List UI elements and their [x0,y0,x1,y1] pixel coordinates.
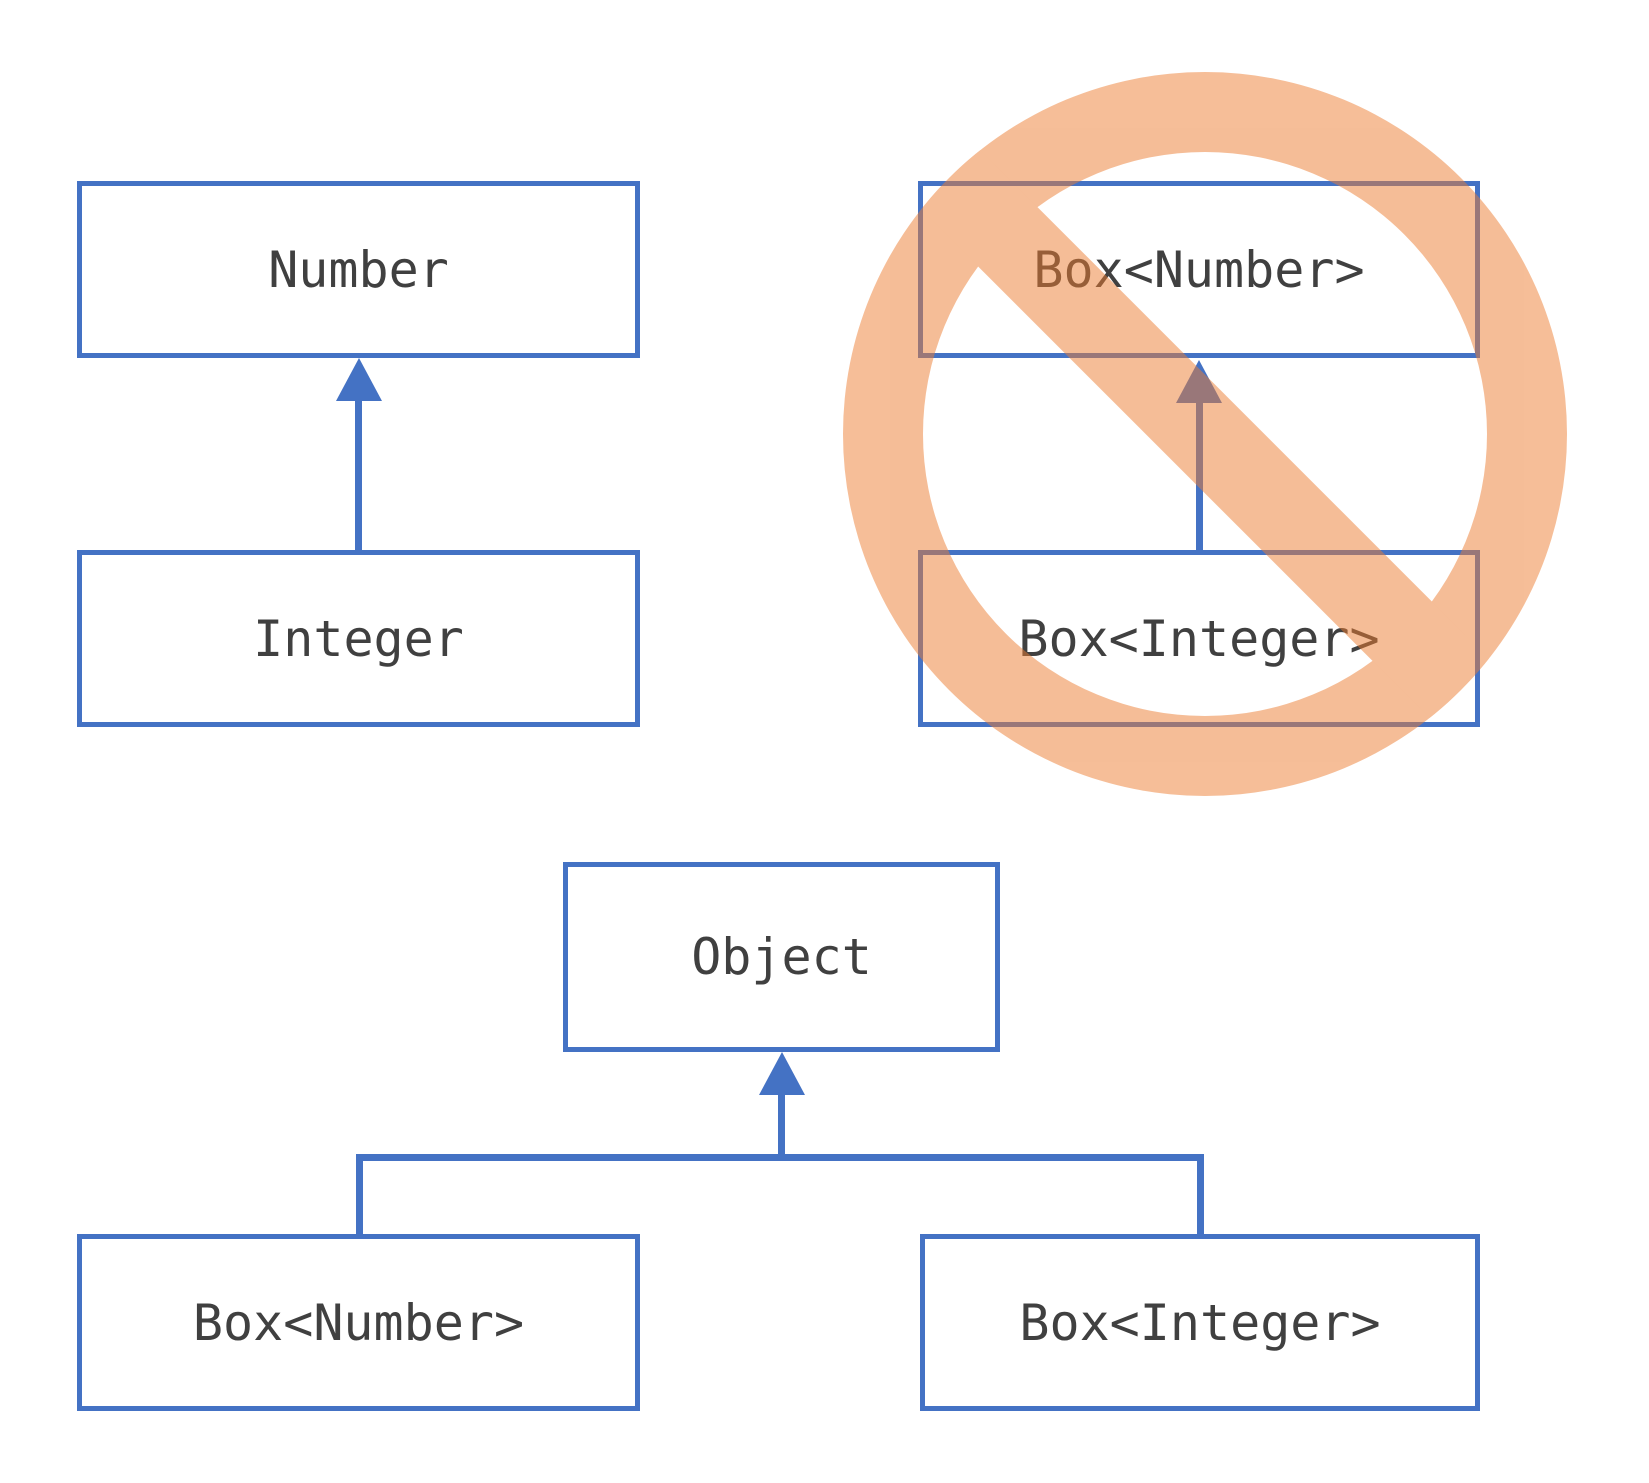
box-integer-top-label: Box<Integer> [1018,609,1380,668]
box-integer-bottom-box: Box<Integer> [920,1234,1480,1411]
number-box: Number [77,181,640,358]
box-number-bottom-box: Box<Number> [77,1234,640,1411]
connector-horizontal-line [356,1154,1204,1161]
arrow-head-icon [336,358,382,401]
box-integer-bottom-label: Box<Integer> [1019,1293,1381,1352]
arrow-stem [778,1092,785,1160]
box-integer-top-box: Box<Integer> [918,550,1480,727]
number-box-label: Number [268,240,449,299]
connector-right-stub [1197,1154,1204,1239]
connector-left-stub [356,1154,363,1239]
arrow-stem [1196,400,1203,550]
arrow-head-icon [759,1052,805,1095]
box-number-bottom-label: Box<Number> [192,1293,525,1352]
box-number-top-box: Box<Number> [918,181,1480,358]
integer-box-label: Integer [253,609,464,668]
box-number-top-label: Box<Number> [1033,240,1365,299]
object-box: Object [563,862,1000,1052]
integer-box: Integer [77,550,640,727]
arrow-head-icon [1176,360,1222,403]
arrow-stem [355,398,362,550]
object-box-label: Object [691,928,872,986]
